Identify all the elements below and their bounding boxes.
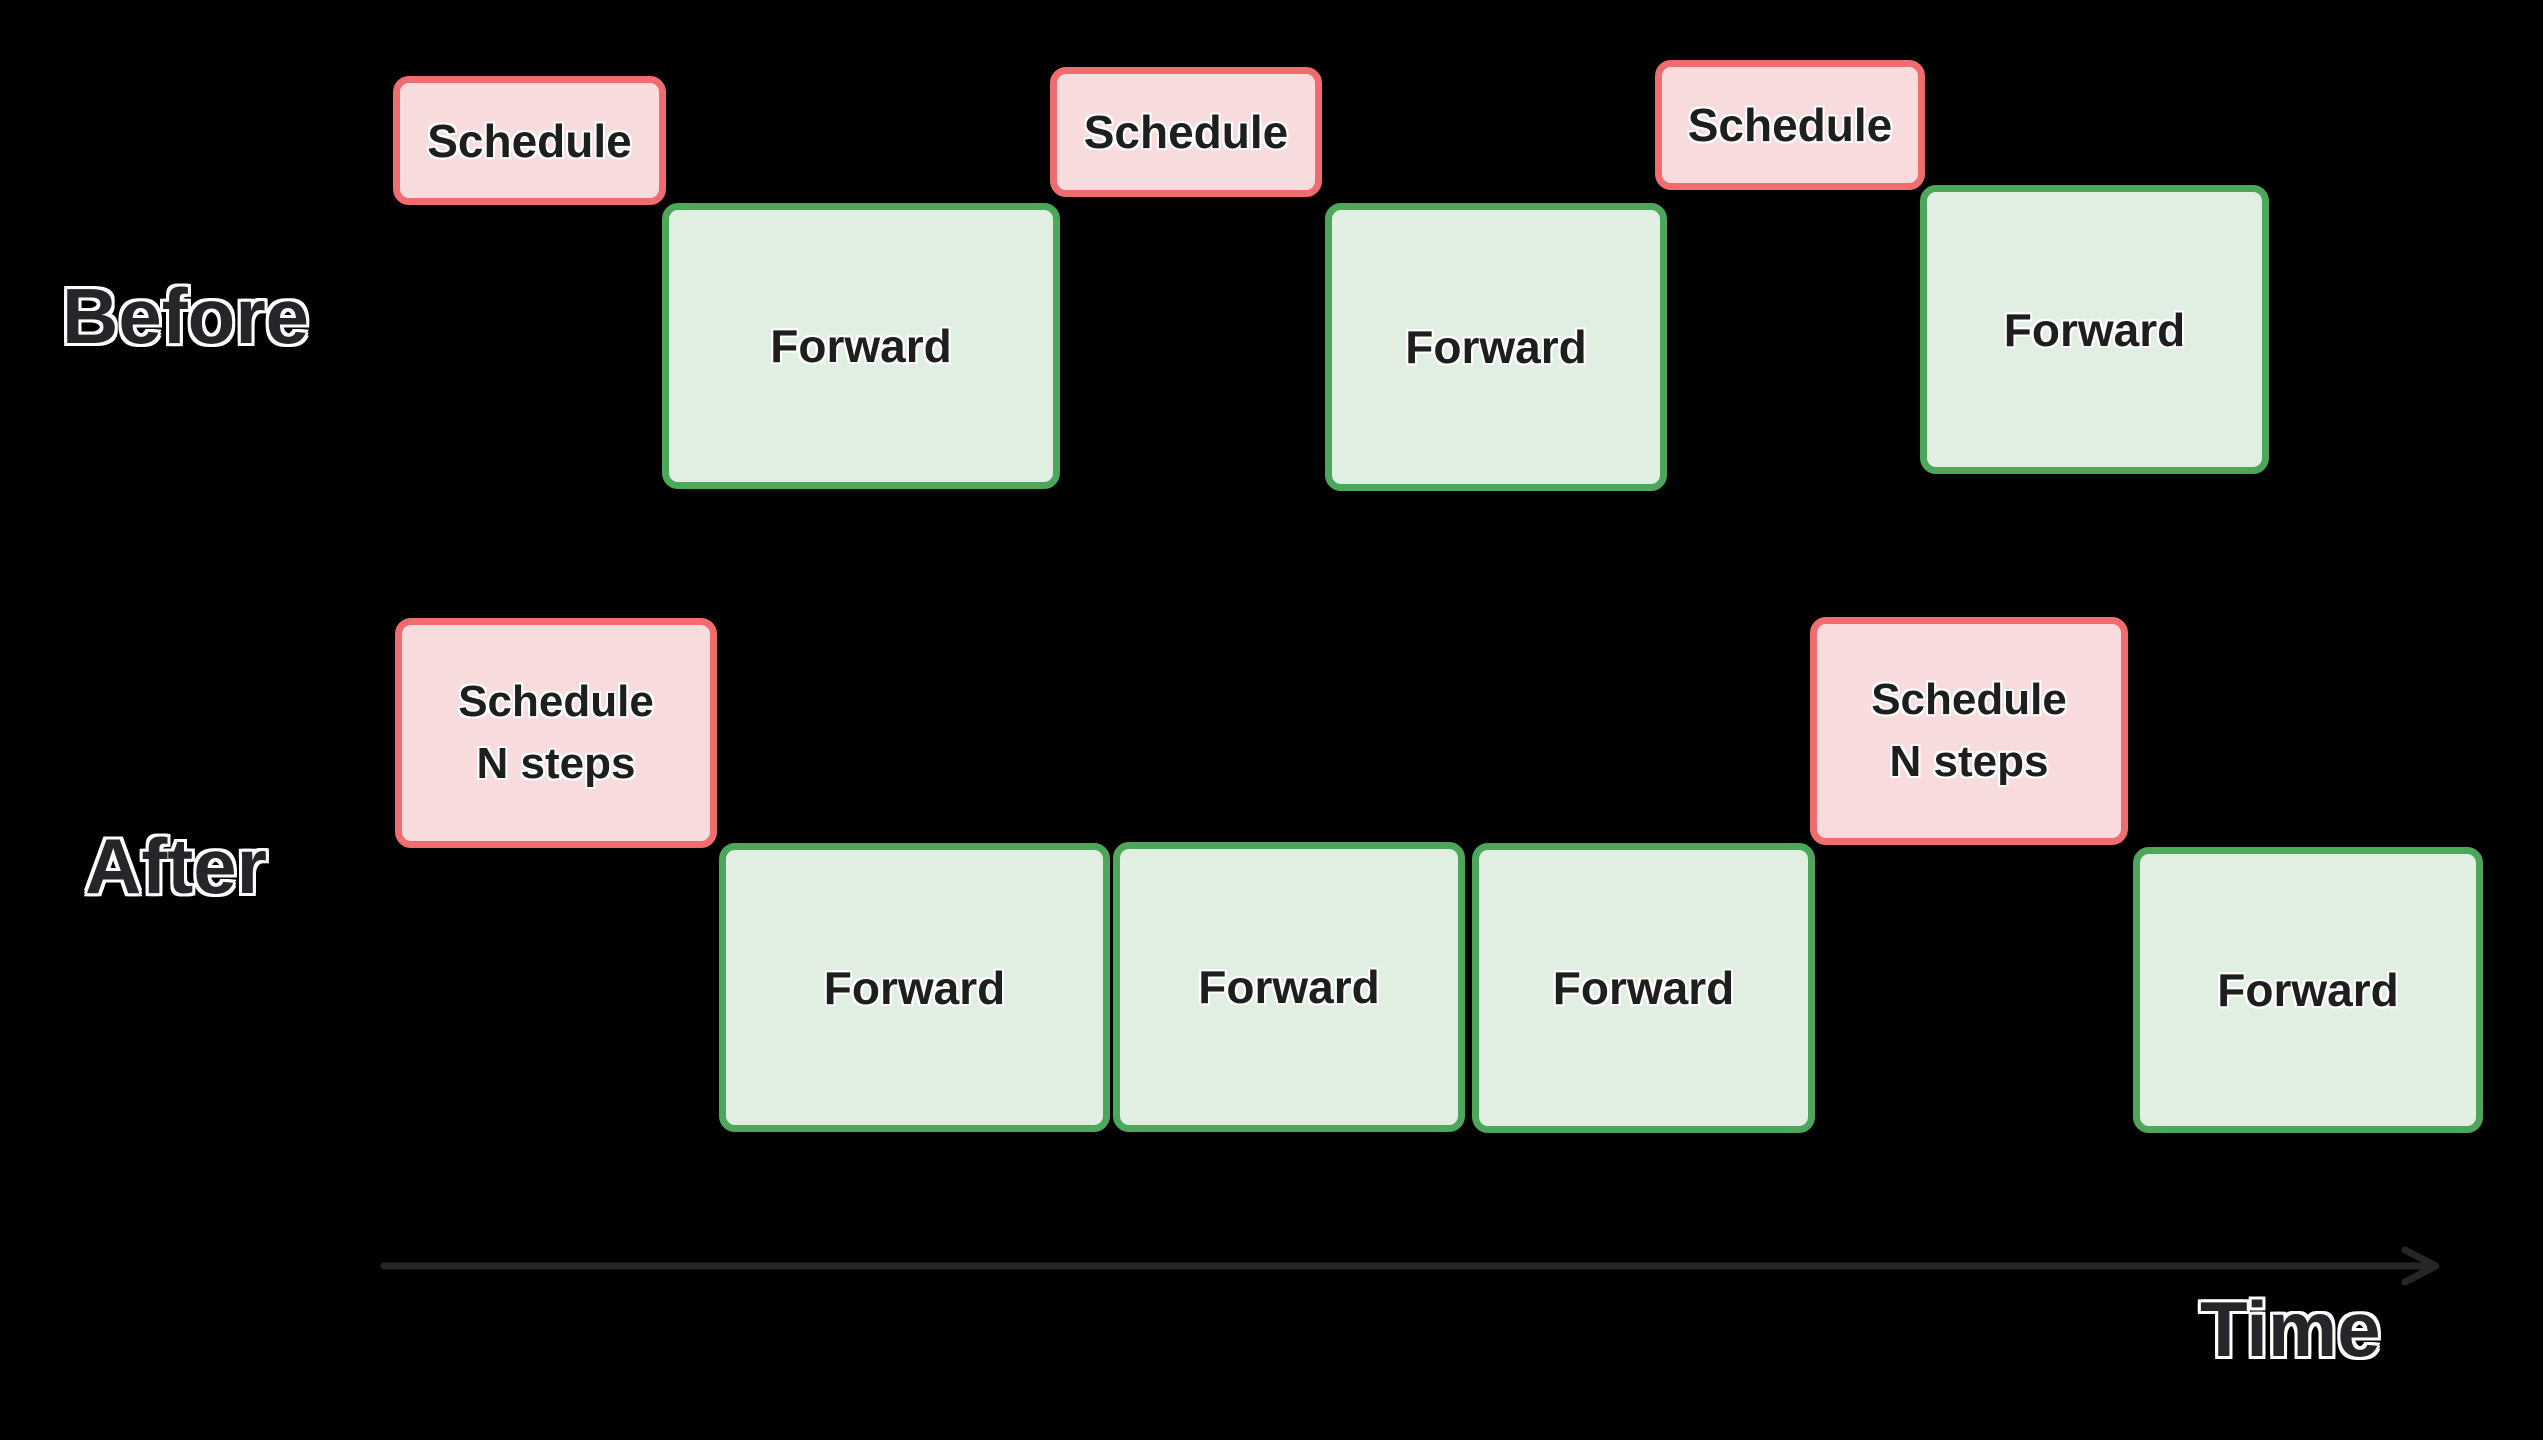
forward-box-label: Forward xyxy=(823,961,1006,1014)
schedule-n-steps-box: Schedule N steps xyxy=(395,618,717,848)
schedule-box-label: Schedule xyxy=(1083,106,1289,158)
time-axis-arrow xyxy=(380,1246,2440,1286)
schedule-n-steps-line1: Schedule xyxy=(1871,675,2067,724)
forward-box-label: Forward xyxy=(2003,303,2186,356)
arrow-head xyxy=(2401,1246,2440,1286)
forward-box: Forward xyxy=(719,843,1110,1132)
schedule-box: Schedule xyxy=(1655,60,1925,190)
schedule-n-steps-line2: N steps xyxy=(1889,737,2049,786)
forward-box-label: Forward xyxy=(1405,321,1587,373)
schedule-n-steps-line2: N steps xyxy=(476,739,636,788)
time-axis-label: Time xyxy=(2200,1285,2381,1373)
schedule-n-steps-line1: Schedule xyxy=(458,677,654,726)
schedule-box: Schedule xyxy=(1050,67,1322,197)
schedule-box: Schedule xyxy=(393,76,666,205)
forward-box-label: Forward xyxy=(1198,961,1380,1013)
schedule-n-steps-label: Schedule N steps xyxy=(1871,669,2067,793)
after-row-label: After xyxy=(85,822,268,910)
forward-box: Forward xyxy=(1325,203,1667,491)
before-row-label: Before xyxy=(62,272,310,360)
forward-box-label: Forward xyxy=(770,320,952,372)
schedule-box-label: Schedule xyxy=(1687,99,1893,151)
schedule-n-steps-box: Schedule N steps xyxy=(1810,617,2128,845)
forward-box-label: Forward xyxy=(2217,964,2399,1016)
schedule-n-steps-label: Schedule N steps xyxy=(458,671,654,795)
forward-box: Forward xyxy=(662,203,1060,489)
forward-box: Forward xyxy=(1113,842,1465,1132)
forward-box: Forward xyxy=(2133,847,2483,1133)
schedule-box-label: Schedule xyxy=(427,114,632,167)
forward-box-label: Forward xyxy=(1552,962,1735,1014)
forward-box: Forward xyxy=(1472,843,1815,1133)
forward-box: Forward xyxy=(1920,185,2269,474)
